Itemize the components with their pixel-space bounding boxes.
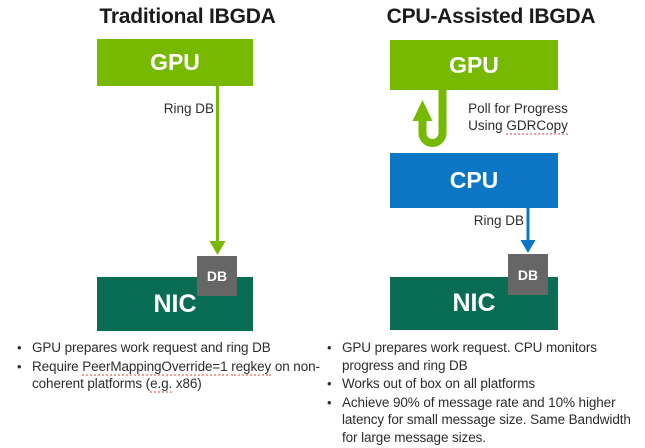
list-item: • GPU prepares work request. CPU monitor… [327,339,640,374]
left-bullet-2-pre: Require [32,358,83,374]
right-bullet-1: GPU prepares work request. CPU monitors … [342,340,597,373]
poll-progress-label: Poll for Progress Using GDRCopy [453,100,583,135]
right-bullet-list: • GPU prepares work request. CPU monitor… [327,339,640,447]
left-bullet-list: • GPU prepares work request and ring DB … [17,339,320,394]
left-bullet-2-eg: e.g. [150,376,173,393]
right-bullet-3: Achieve 90% of message rate and 10% high… [342,394,631,445]
bullet-dot: • [327,340,332,355]
bullet-dot: • [17,358,22,374]
right-cpu-label: CPU [449,167,499,193]
poll-line1: Poll for Progress [468,101,568,116]
right-db-label: DB [517,266,539,283]
right-gpu-box: GPU [390,40,558,90]
left-bullet-2-regkey: regkey [231,358,272,376]
list-item: • GPU prepares work request and ring DB [17,339,320,357]
left-db-label: DB [206,268,228,284]
right-cpu-box: CPU [390,153,558,208]
bullet-dot: • [327,376,332,391]
left-bullet-2: Require PeerMappingOverride=1 regkey on … [32,358,320,393]
left-column-title: Traditional IBGDA [99,5,276,28]
list-item: • Require PeerMappingOverride=1 regkey o… [17,358,320,393]
poll-uturn-arrow [412,90,447,147]
bullet-dot: • [17,340,22,355]
poll-line2-gdrcopy: GDRCopy [506,118,568,135]
right-ring-db-label: Ring DB [473,213,524,228]
right-column-title: CPU-Assisted IBGDA [386,5,596,28]
left-bullet-2-peermapping: PeerMappingOverride=1 [82,358,228,376]
right-db-box: DB [508,254,548,295]
left-bullet-1: GPU prepares work request and ring DB [32,340,271,355]
right-gpu-label: GPU [449,51,499,78]
left-db-box: DB [197,256,237,296]
left-gpu-label: GPU [150,49,200,75]
left-ring-db-label: Ring DB [163,101,214,116]
right-bullet-2: Works out of box on all platforms [342,376,536,391]
left-bullet-2-post: x86) [172,376,202,391]
poll-line2-pre: Using [468,118,507,133]
bullet-dot: • [327,394,332,410]
list-item: • Achieve 90% of message rate and 10% hi… [327,394,640,447]
left-bullet-2-mid: on non-coherent platforms ( [32,358,320,392]
list-item: • Works out of box on all platforms [327,375,640,393]
right-nic-label: NIC [452,289,496,317]
left-gpu-box: GPU [97,39,253,86]
left-nic-label: NIC [153,289,197,318]
